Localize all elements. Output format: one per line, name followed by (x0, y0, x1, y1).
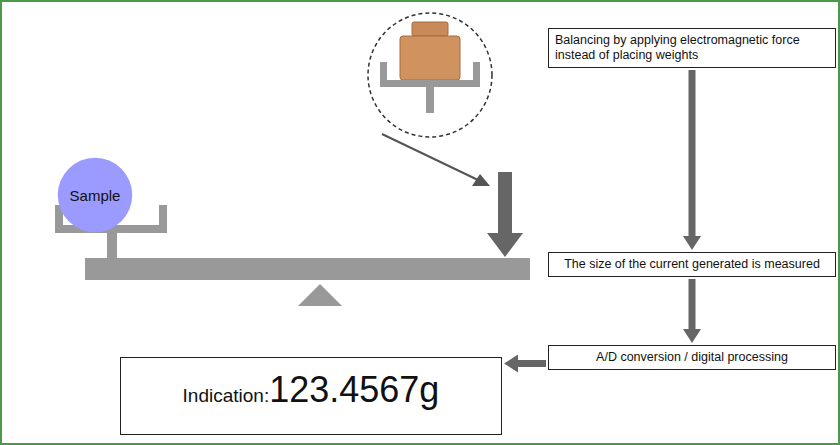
process-box: Balancing by applying electromagnetic fo… (548, 28, 836, 68)
indication-box: Indication:123.4567g (120, 357, 502, 435)
sample-circle: Sample (57, 157, 133, 233)
node-text: The size of the current generated is mea… (555, 257, 829, 272)
indication-value: 123.4567g (269, 368, 439, 411)
force-arrow-shaft (498, 172, 512, 234)
leader-line (382, 134, 478, 180)
process-box: A/D conversion / digital processing (548, 345, 836, 370)
node-text: Balancing by applying electromagnetic fo… (555, 33, 829, 63)
flow-arrow (504, 355, 546, 373)
fulcrum (298, 284, 342, 306)
inset-circle (368, 13, 492, 137)
weight-on-pan (380, 22, 480, 113)
node-text: A/D conversion / digital processing (555, 350, 829, 365)
node-text: Sample (70, 187, 121, 204)
balance-beam (85, 258, 530, 280)
indication-label: Indication: (183, 385, 270, 408)
leader-head (472, 174, 490, 186)
flow-arrow (683, 279, 701, 343)
force-arrow-head (487, 233, 523, 257)
process-box: The size of the current generated is mea… (548, 252, 836, 277)
flow-arrow (683, 70, 701, 250)
